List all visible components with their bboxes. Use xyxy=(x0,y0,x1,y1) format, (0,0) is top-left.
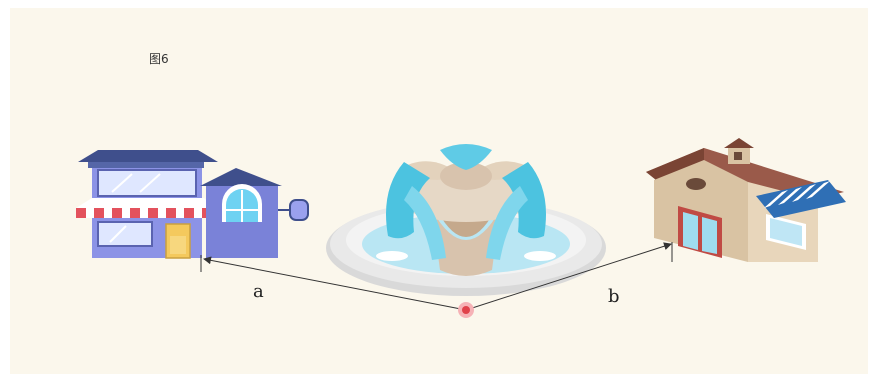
path-to-house xyxy=(465,242,672,311)
figure-caption: 图6 xyxy=(149,52,169,66)
shop-icon xyxy=(76,150,309,259)
point-marker-icon xyxy=(458,302,474,318)
label-b: b xyxy=(608,286,620,307)
house-icon xyxy=(646,138,846,262)
path-to-shop xyxy=(203,256,467,311)
label-a: a xyxy=(253,281,264,302)
fountain-icon xyxy=(326,144,606,296)
